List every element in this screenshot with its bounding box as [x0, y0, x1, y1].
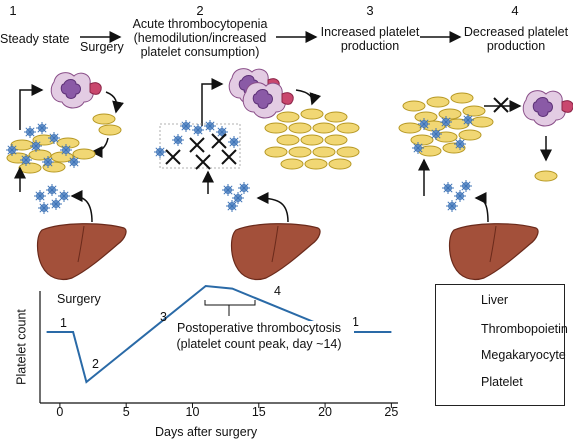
legend-label-platelet: Platelet [481, 375, 523, 389]
annotation-line-2: (platelet count peak, day ~14) [176, 337, 342, 351]
stage-label-2: Acute thrombocytopenia (hemodilution/inc… [132, 17, 268, 59]
legend [435, 284, 565, 406]
stage-number-3: 3 [366, 3, 374, 18]
x-tick-label-4: 20 [318, 405, 333, 419]
stage-label-4: Decreased platelet production [463, 25, 569, 53]
stage-number-4: 4 [511, 3, 519, 18]
panel-steady-state [5, 72, 127, 281]
x-tick-label-0: 0 [56, 405, 64, 419]
phase-label-3: 3 [160, 310, 167, 324]
x-axis-label: Days after surgery [155, 425, 258, 439]
x-tick-label-2: 10 [185, 405, 200, 419]
chart-surgery-label: Surgery [57, 292, 101, 306]
phase-label-1b: 1 [352, 315, 359, 329]
x-tick-label-1: 5 [122, 405, 130, 419]
annotation-bracket [204, 300, 256, 306]
phase-label-4: 4 [274, 284, 281, 298]
x-tick-label-5: 25 [384, 405, 399, 419]
stage-number-2: 2 [196, 3, 204, 18]
panel-decreased-production [398, 90, 573, 281]
phase-label-2: 2 [92, 357, 99, 371]
stage-label-3: Increased platelet production [320, 25, 420, 53]
legend-label-megakaryocyte: Megakaryocyte [481, 348, 566, 362]
phase-label-1a: 1 [60, 316, 67, 330]
legend-label-liver: Liver [481, 293, 509, 307]
stage-label-1: Steady state [0, 32, 70, 46]
x-ticks [59, 403, 392, 408]
surgery-arrow-label: Surgery [80, 40, 124, 54]
panel-acute-thrombocytopenia [153, 68, 360, 281]
y-axis-label: Platelet count [14, 309, 29, 385]
megakaryocyte-icon [50, 72, 102, 109]
annotation-line-1: Postoperative thrombocytosis [164, 321, 354, 336]
x-tick-label-3: 15 [251, 405, 266, 419]
legend-label-thrombopoietin: Thrombopoietin [481, 322, 568, 336]
stage-number-1: 1 [9, 3, 17, 18]
